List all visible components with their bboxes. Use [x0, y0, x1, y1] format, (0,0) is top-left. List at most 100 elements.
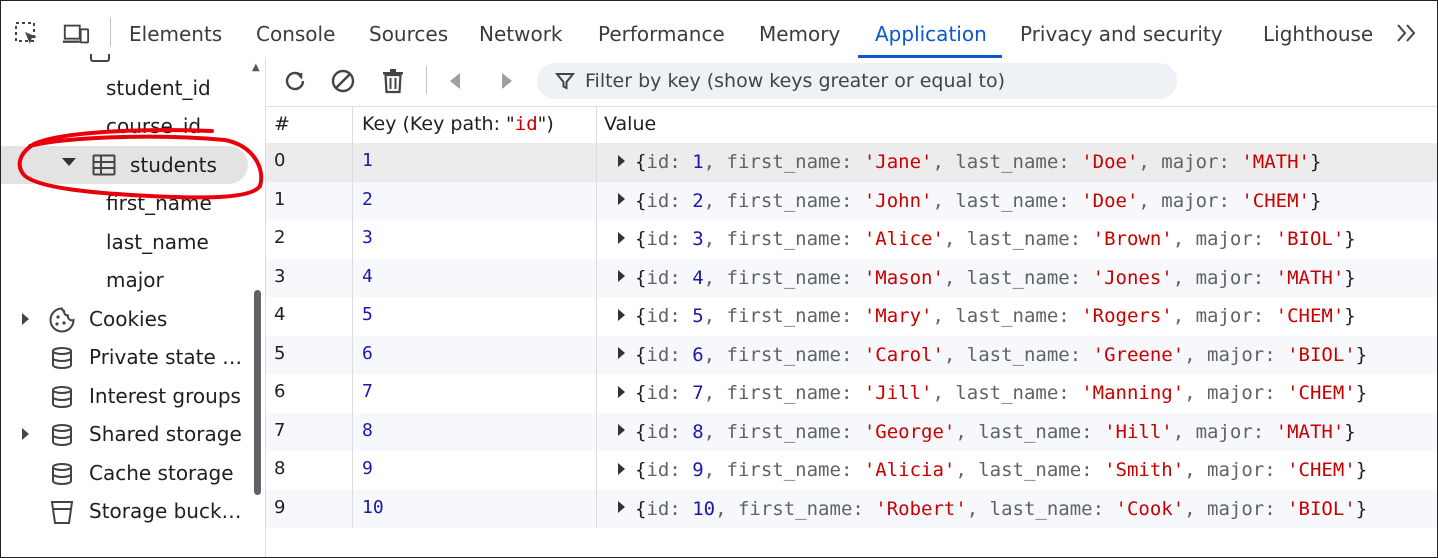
value-major: 'CHEM' — [1241, 189, 1310, 212]
sidebar-item-label: Cache storage — [89, 461, 234, 485]
row-index: 0 — [274, 150, 286, 171]
database-icon — [50, 385, 74, 414]
value-last-name: 'Doe' — [1081, 189, 1139, 212]
device-toolbar-icon[interactable] — [62, 20, 90, 48]
sidebar-item-label: students — [130, 153, 217, 177]
expand-arrow-icon[interactable] — [618, 193, 625, 205]
value-syntax: } — [1355, 382, 1368, 404]
sidebar-item-last-name[interactable]: last_name — [106, 223, 209, 261]
value-syntax: , last_name: — [932, 189, 1082, 212]
value-syntax: , major: — [1138, 151, 1242, 173]
sidebar-item-students[interactable]: students — [0, 146, 248, 184]
value-syntax: id: — [646, 382, 693, 404]
row-value[interactable]: {id: 3, first_name: 'Alice', last_name: … — [618, 228, 1356, 250]
scroll-up-icon[interactable]: ▲ — [252, 62, 260, 73]
column-header-index[interactable]: # — [274, 113, 290, 135]
tab-lighthouse[interactable]: Lighthouse — [1263, 22, 1374, 46]
tab-application[interactable]: Application — [875, 22, 987, 46]
tab-privacy-and-security[interactable]: Privacy and security — [1020, 22, 1223, 46]
value-syntax: id: — [646, 459, 693, 481]
row-value[interactable]: {id: 9, first_name: 'Alicia', last_name:… — [618, 459, 1367, 481]
tab-console[interactable]: Console — [256, 22, 336, 46]
refresh-icon[interactable] — [280, 66, 310, 96]
more-tabs-icon[interactable] — [1394, 20, 1422, 48]
sidebar-scrollbar-thumb[interactable] — [254, 290, 261, 495]
expand-arrow-icon[interactable] — [618, 154, 625, 167]
row-value[interactable]: {id: 8, first_name: 'George', last_name:… — [618, 421, 1356, 443]
sidebar-item-cookies[interactable]: Cookies — [0, 300, 248, 338]
key-header-suffix: ") — [537, 113, 554, 135]
sidebar-item-label: Cookies — [89, 307, 168, 331]
sidebar-item-shared-storage[interactable]: Shared storage — [0, 415, 248, 453]
value-last-name: 'Hill' — [1104, 420, 1173, 443]
toolbar-separator — [426, 66, 427, 94]
value-first-name: 'Alice' — [863, 228, 944, 250]
sidebar-item-student-id[interactable]: student_id — [106, 69, 211, 107]
value-major: 'CHEM' — [1287, 459, 1356, 481]
value-last-name: 'Smith' — [1104, 459, 1185, 481]
filter-placeholder: Filter by key (show keys greater or equa… — [585, 70, 1005, 92]
previous-page-icon[interactable] — [440, 66, 470, 96]
expand-arrow-icon[interactable] — [618, 424, 625, 436]
expand-arrow-icon[interactable] — [618, 501, 625, 513]
value-syntax: , first_name: — [703, 420, 864, 443]
value-last-name: 'Rogers' — [1081, 305, 1173, 327]
row-key: 4 — [362, 265, 373, 287]
value-syntax: , last_name: — [932, 151, 1082, 173]
inspect-element-icon[interactable] — [13, 20, 41, 48]
database-icon — [50, 462, 74, 491]
value-first-name: 'George' — [863, 420, 956, 443]
row-key: 7 — [362, 381, 373, 402]
value-first-name: 'Mason' — [863, 266, 944, 289]
row-value[interactable]: {id: 7, first_name: 'Jill', last_name: '… — [618, 382, 1367, 404]
delete-icon[interactable] — [378, 66, 408, 96]
sidebar-item-cache-storage[interactable]: Cache storage — [0, 454, 248, 492]
value-syntax: , major: — [1172, 420, 1276, 443]
column-divider — [352, 106, 353, 528]
sidebar-item-private-state-tokens[interactable]: Private state … — [0, 338, 248, 376]
column-header-key[interactable]: Key (Key path: "id") — [362, 113, 554, 135]
expand-arrow-icon[interactable] — [618, 270, 625, 282]
tab-sources[interactable]: Sources — [369, 22, 449, 46]
tab-elements[interactable]: Elements — [129, 22, 223, 46]
row-value[interactable]: {id: 4, first_name: 'Mason', last_name: … — [618, 267, 1356, 289]
value-syntax: } — [1309, 151, 1322, 173]
row-value[interactable]: {id: 2, first_name: 'John', last_name: '… — [618, 190, 1321, 212]
row-value[interactable]: {id: 5, first_name: 'Mary', last_name: '… — [618, 305, 1356, 327]
sidebar-item-first-name[interactable]: first_name — [106, 184, 212, 222]
row-value[interactable]: {id: 6, first_name: 'Carol', last_name: … — [618, 344, 1367, 366]
tab-performance[interactable]: Performance — [598, 22, 725, 46]
value-syntax: id: — [646, 228, 693, 250]
next-page-icon[interactable] — [492, 66, 522, 96]
sidebar-item-storage-buckets[interactable]: Storage buck… — [0, 492, 248, 530]
clear-icon[interactable] — [328, 66, 358, 96]
expand-arrow-icon[interactable] — [618, 347, 625, 359]
expand-arrow-icon[interactable] — [618, 462, 625, 475]
expand-arrow-icon[interactable] — [618, 385, 625, 398]
sidebar-item-major[interactable]: major — [106, 261, 164, 299]
filter-input[interactable]: Filter by key (show keys greater or equa… — [537, 63, 1177, 99]
expand-arrow-icon[interactable] — [618, 231, 625, 244]
expand-arrow-icon[interactable] — [22, 313, 29, 325]
row-value[interactable]: {id: 10, first_name: 'Robert', last_name… — [618, 498, 1367, 520]
column-header-value[interactable]: Value — [604, 113, 657, 135]
sidebar-item-course-id[interactable]: course_id — [106, 107, 201, 145]
expand-arrow-icon[interactable] — [62, 158, 76, 166]
sidebar-item-interest-groups[interactable]: Interest groups — [0, 377, 248, 415]
row-value[interactable]: {id: 1, first_name: 'Jane', last_name: '… — [618, 151, 1321, 173]
tab-memory[interactable]: Memory — [759, 22, 841, 46]
expand-arrow-icon[interactable] — [618, 308, 625, 321]
tab-network[interactable]: Network — [479, 22, 563, 46]
value-id: 4 — [692, 266, 704, 289]
expand-arrow-icon[interactable] — [22, 428, 29, 440]
